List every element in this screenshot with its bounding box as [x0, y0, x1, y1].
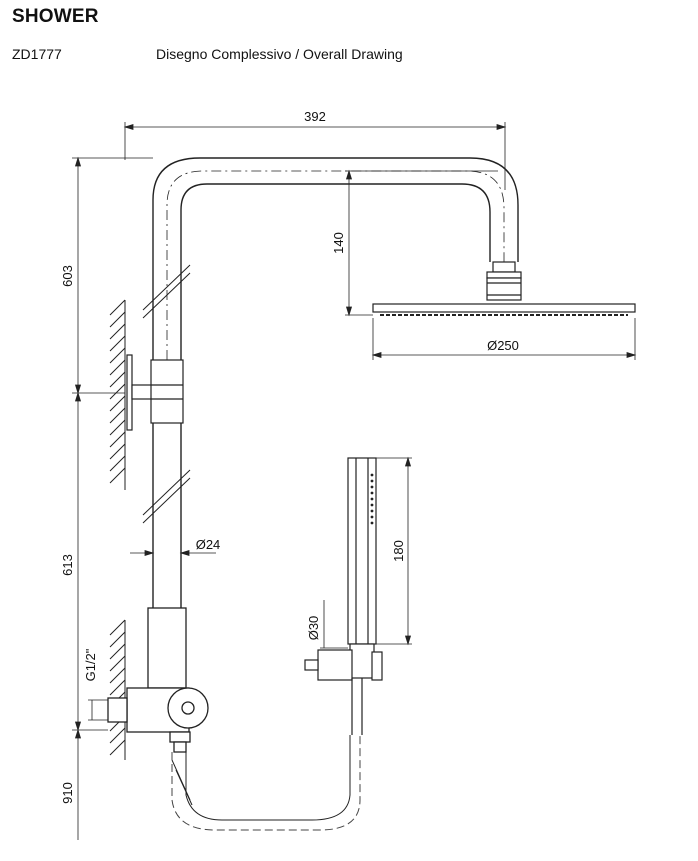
wall-hatching — [109, 299, 126, 760]
dimension-head-diameter — [371, 318, 637, 360]
dimension-height-upper-label: 603 — [60, 265, 75, 287]
dimension-width — [123, 122, 507, 190]
dimension-pipe-diameter — [130, 549, 216, 557]
hand-shower-nozzles — [370, 473, 374, 525]
pipe-break-lines — [142, 264, 191, 524]
dimension-thread — [88, 699, 108, 721]
head-connector — [486, 261, 522, 301]
dimension-width-label: 392 — [304, 109, 326, 124]
wall-bracket — [126, 354, 184, 431]
mixer-valve-body — [107, 607, 209, 753]
shower-head — [372, 303, 636, 316]
dimension-head-drop-label: 140 — [331, 232, 346, 254]
dimension-head-drop — [345, 169, 498, 317]
dimension-height-middle-label: 613 — [60, 554, 75, 576]
hose-lower-lines — [171, 759, 193, 806]
page-title: SHOWER — [12, 6, 99, 27]
dimension-hand-diameter — [320, 600, 348, 649]
dimension-hand-length-label: 180 — [391, 540, 406, 562]
dimension-heights — [72, 156, 153, 840]
hose-dashed — [171, 735, 361, 831]
dimension-hand-diameter-label: Ø30 — [306, 616, 321, 641]
product-code: ZD1777 — [12, 46, 62, 62]
dimension-pipe-diameter-label: Ø24 — [196, 537, 221, 552]
dimension-hand-length — [376, 456, 412, 646]
shower-arm — [152, 157, 519, 610]
dimension-thread-label: G1/2" — [83, 648, 98, 681]
hand-shower — [304, 457, 383, 735]
dimension-head-diameter-label: Ø250 — [487, 338, 519, 353]
drawing-subtitle: Disegno Complessivo / Overall Drawing — [156, 46, 403, 62]
dimension-height-lower-label: 910 — [60, 782, 75, 804]
